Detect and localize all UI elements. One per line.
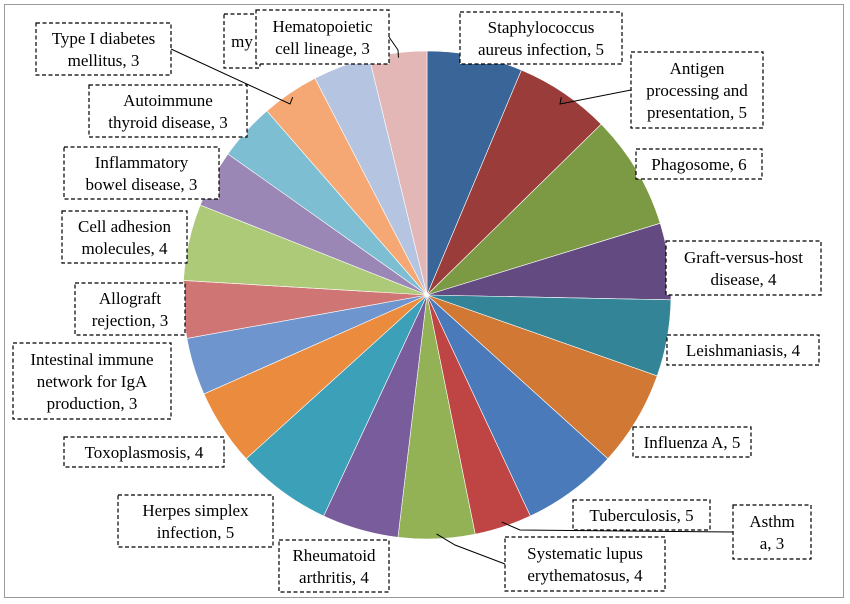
slice-label-box: [665, 240, 822, 296]
slice-label-box: [88, 84, 248, 138]
slice-label-box: [630, 51, 764, 129]
slice-label-box: [117, 494, 274, 548]
slice-label-12: Toxoplasmosis, 4: [63, 436, 225, 468]
slice-label-text: Influenza A, 5: [644, 433, 741, 452]
slice-label-text: erythematosus, 4: [527, 566, 643, 585]
slice-label-18: Type I diabetes mellitus, 3: [35, 22, 172, 76]
slice-label-box: [504, 536, 666, 592]
slice-label-text: disease, 4: [710, 270, 777, 289]
slice-label-text: my: [231, 32, 253, 51]
slice-label-7: Tuberculosis, 5: [572, 499, 711, 531]
slice-label-text: Antigen: [670, 59, 725, 78]
slice-label-text: Toxoplasmosis, 4: [85, 443, 204, 462]
slice-label-box: [255, 9, 390, 65]
slice-label-box: [74, 282, 186, 336]
leader-line-20: [388, 36, 399, 58]
slice-label-14: Allograft rejection, 3: [74, 282, 186, 336]
slice-label-text: molecules, 4: [82, 239, 168, 258]
slice-label-text: Intestinal immune: [30, 350, 153, 369]
slice-label-text: Rheumatoid: [292, 546, 376, 565]
slice-label-17: Autoimmune thyroid disease, 3: [88, 84, 248, 138]
slice-label-box: [666, 334, 820, 366]
slice-label-box: [632, 426, 752, 458]
slice-label-text: Tuberculosis, 5: [589, 506, 693, 525]
slice-label-text: bowel disease, 3: [86, 175, 198, 194]
slice-label-3: Phagosome, 6: [635, 148, 763, 180]
slice-label-text: a, 3: [760, 534, 785, 553]
slice-label-2: Antigen processing and presentation, 5: [630, 51, 764, 129]
slice-label-15: Cell adhesion molecules, 4: [61, 210, 188, 264]
leader-line-18: [170, 48, 294, 105]
slice-label-text: cell lineage, 3: [275, 39, 370, 58]
slice-label-box: [12, 342, 172, 420]
slice-label-box: [732, 504, 812, 560]
slice-label-16: Inflammatory bowel disease, 3: [63, 146, 220, 200]
slice-labels: Staphylococcus aureus infection, 5 Antigen…: [12, 9, 822, 593]
slice-label-text: Phagosome, 6: [651, 155, 746, 174]
slice-label-text: Hematopoietic: [272, 17, 373, 36]
slice-label-text: Graft-versus-host: [684, 248, 803, 267]
slice-label-text: arthritis, 4: [299, 568, 369, 587]
slice-label-box: [35, 22, 172, 76]
slice-label-text: thyroid disease, 3: [108, 113, 227, 132]
slice-label-text: production, 3: [47, 394, 138, 413]
slice-label-text: infection, 5: [157, 523, 234, 542]
pie-slices: [182, 50, 672, 540]
slice-label-text: Cell adhesion: [78, 217, 172, 236]
slice-label-box: [572, 499, 711, 531]
slice-label-text: Allograft: [99, 289, 162, 308]
slice-label-13: Intestinal immune network for IgA producti…: [12, 342, 172, 420]
slice-label-text: network for IgA: [37, 372, 148, 391]
slice-label-text: rejection, 3: [92, 311, 168, 330]
slice-label-text: mellitus, 3: [68, 51, 140, 70]
slice-label-11: Herpes simplex infection, 5: [117, 494, 274, 548]
slice-label-text: Herpes simplex: [142, 501, 249, 520]
leader-line-8: [501, 521, 734, 533]
slice-label-text: processing and: [646, 81, 748, 100]
slice-label-box: [61, 210, 188, 264]
slice-label-text: Leishmaniasis, 4: [686, 341, 801, 360]
slice-label-5: Leishmaniasis, 4: [666, 334, 820, 366]
slice-label-text: Type I diabetes: [52, 29, 156, 48]
slice-label-text: Inflammatory: [95, 153, 189, 172]
slice-label-text: Autoimmune: [123, 91, 213, 110]
slice-label-text: Asthm: [749, 512, 794, 531]
slice-label-text: Systematic lupus: [527, 544, 643, 563]
slice-label-box: [635, 148, 763, 180]
slice-label-box: [278, 539, 390, 593]
slice-label-8: Asthm a, 3: [732, 504, 812, 560]
slice-label-box: [63, 436, 225, 468]
slice-label-box: [223, 13, 261, 69]
slice-label-9: Systematic lupus erythematosus, 4: [504, 536, 666, 592]
slice-label-10: Rheumatoid arthritis, 4: [278, 539, 390, 593]
leader-line-9: [436, 533, 506, 565]
slice-label-text: presentation, 5: [647, 103, 747, 122]
label-leader-lines: [170, 36, 734, 565]
slice-label-text: aureus infection, 5: [478, 40, 604, 59]
slice-label-text: Staphylococcus: [488, 18, 595, 37]
slice-label-box: [63, 146, 220, 200]
slice-label-4: Graft-versus-host disease, 4: [665, 240, 822, 296]
slice-label-6: Influenza A, 5: [632, 426, 752, 458]
slice-label-1: Staphylococcus aureus infection, 5: [459, 11, 623, 65]
slice-label-20: Hematopoietic cell lineage, 3: [255, 9, 390, 65]
leader-line-2: [559, 89, 632, 105]
slice-label-box: [459, 11, 623, 65]
slice-label-19: my: [223, 13, 261, 69]
